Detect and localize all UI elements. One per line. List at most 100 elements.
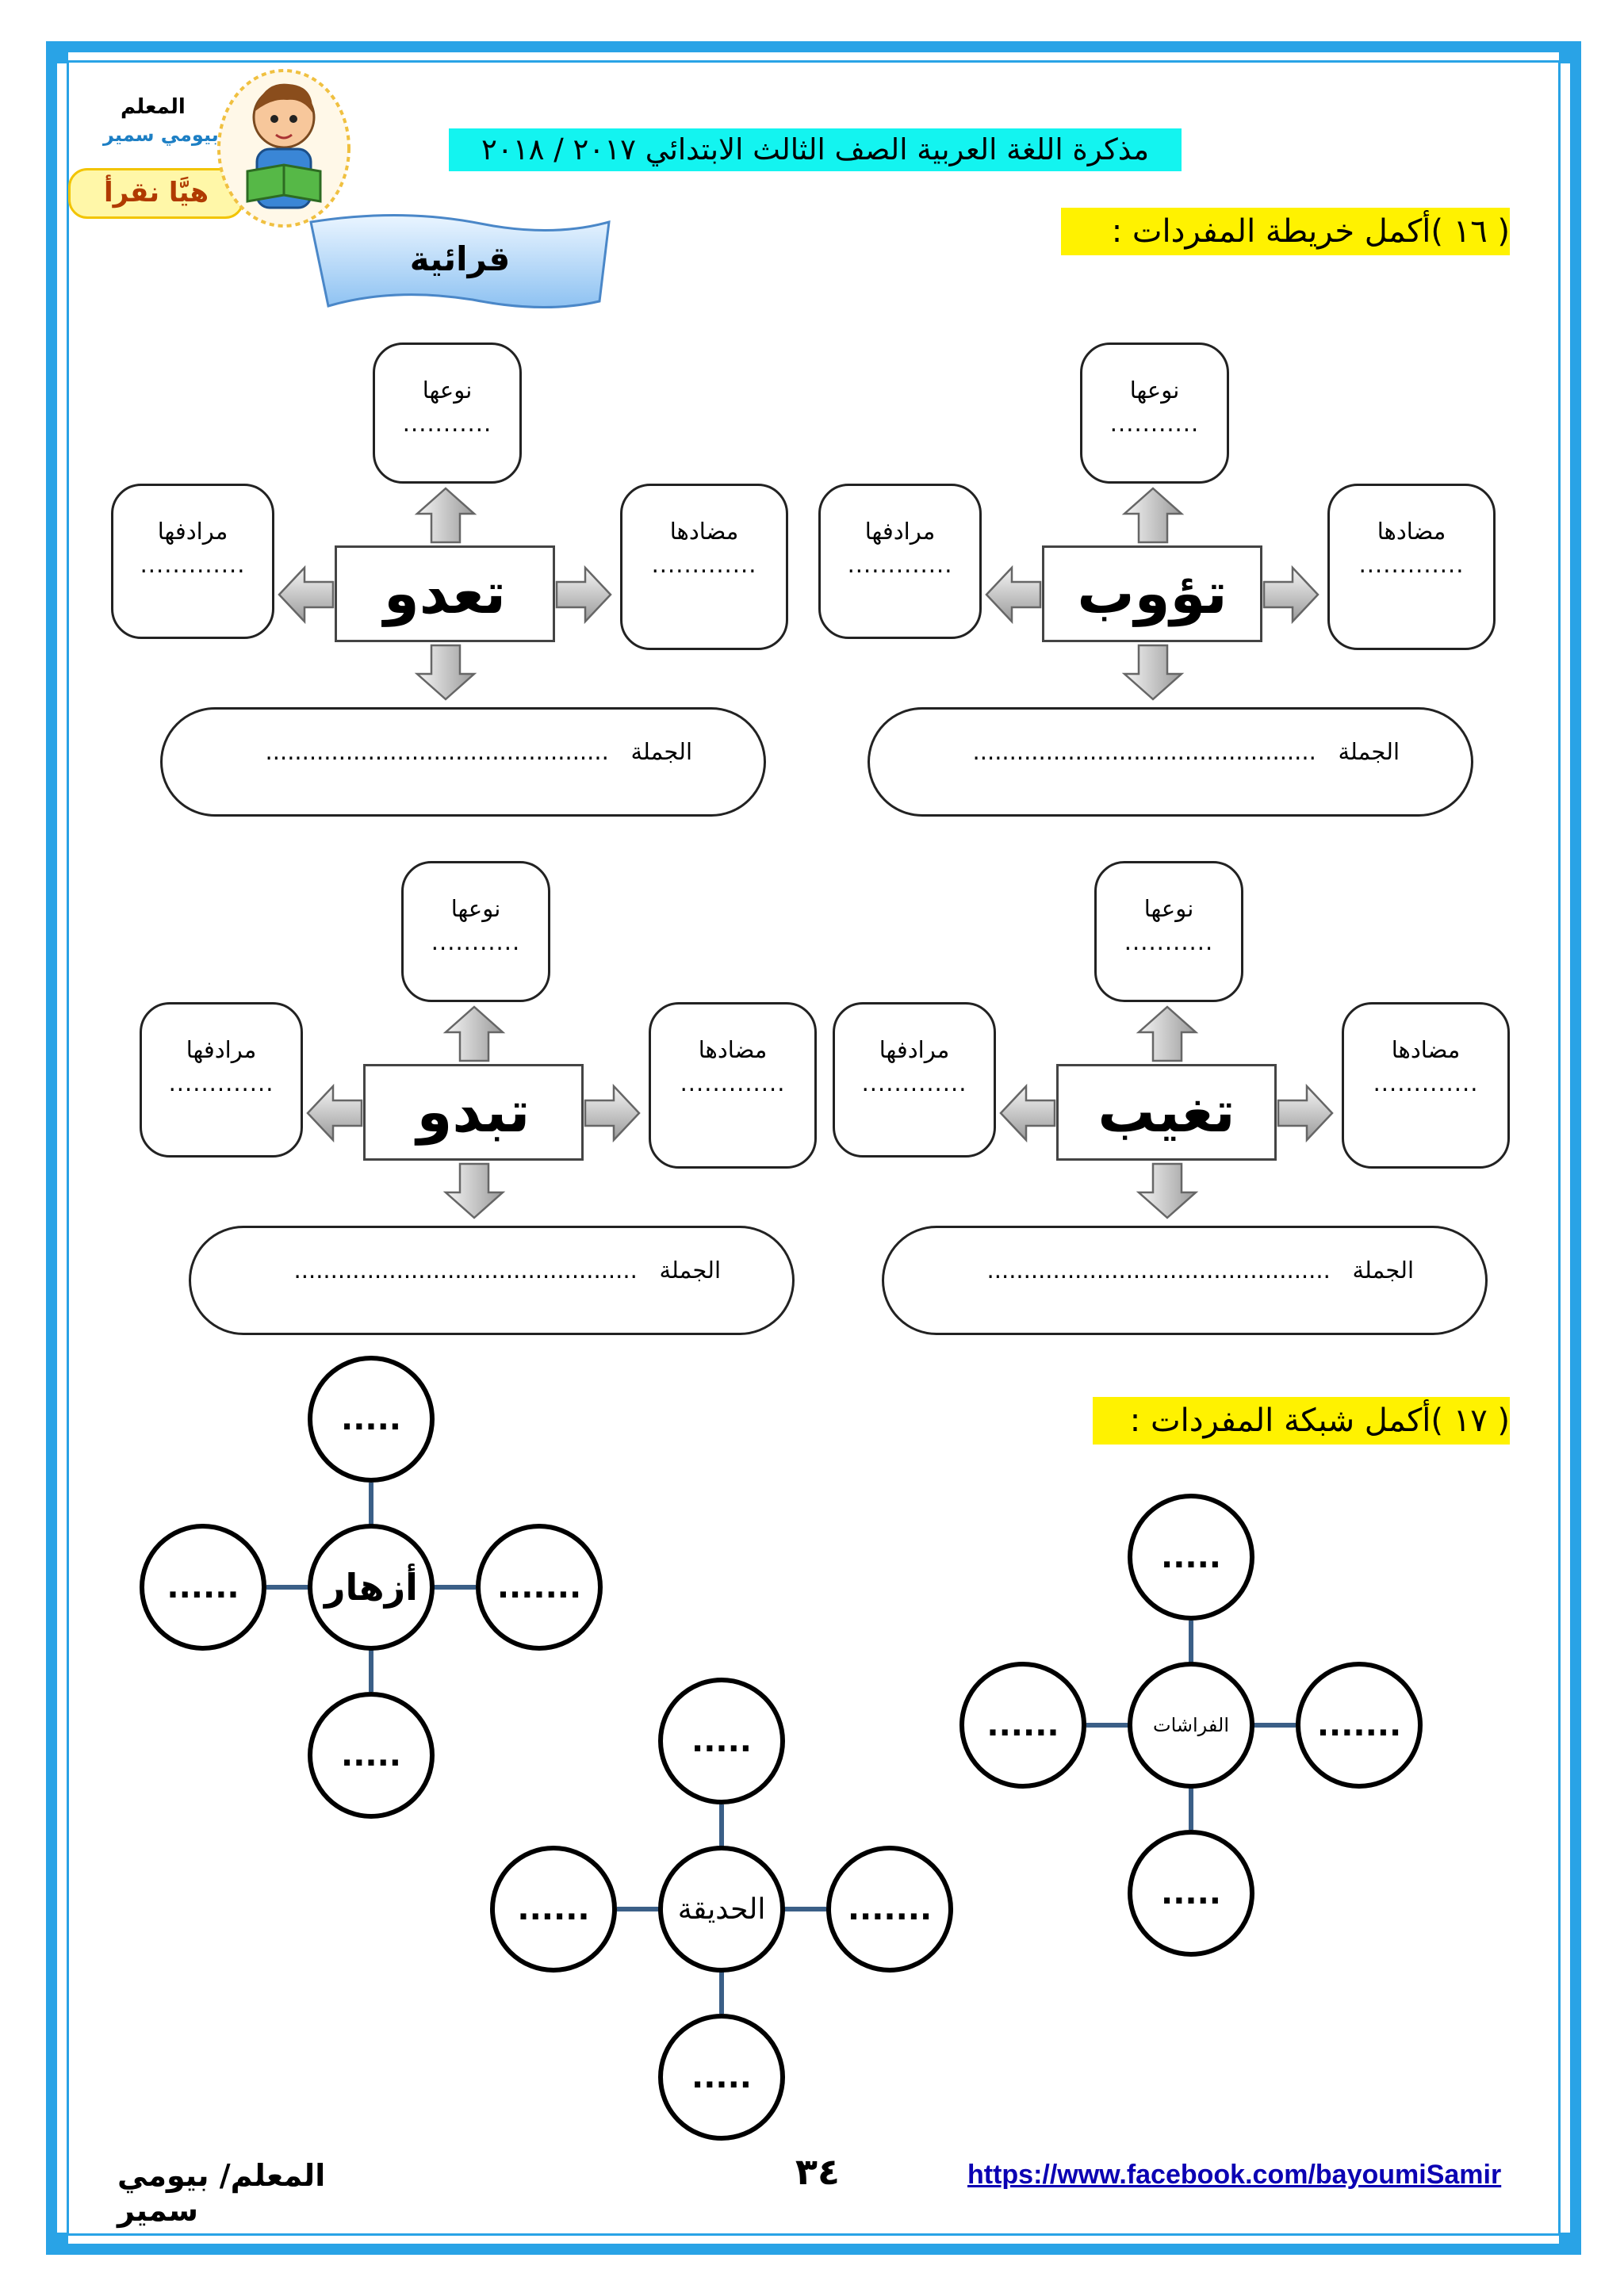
web-center-text: أزهار (324, 1566, 418, 1609)
type-label: نوعها (1129, 377, 1180, 404)
web-blank: ..... (341, 1737, 401, 1774)
web-right-circle[interactable]: ....... (476, 1524, 603, 1651)
sentence-field[interactable]: الجملة .................................… (868, 707, 1473, 817)
page-border-inner (67, 60, 1561, 2236)
antonym-blank: ............. (651, 551, 757, 578)
vocabulary-word: تعدو (335, 545, 555, 642)
antonym-blank: ............. (680, 1070, 786, 1096)
teacher-label: المعلم (121, 95, 186, 119)
frame-corner (46, 2233, 68, 2255)
web-right-circle[interactable]: ....... (826, 1846, 953, 1973)
type-box[interactable]: نوعها........... (1080, 342, 1229, 484)
synonym-label: مرادفها (864, 518, 936, 545)
web-center-text: الفراشات (1152, 1714, 1230, 1736)
synonym-blank: ............. (847, 551, 953, 578)
type-box[interactable]: نوعها........... (401, 861, 550, 1002)
synonym-box[interactable]: مرادفها............. (111, 484, 274, 639)
type-box[interactable]: نوعها........... (373, 342, 522, 484)
web-blank: ..... (691, 2059, 752, 2095)
vocabulary-word: تغيب (1056, 1064, 1277, 1161)
arrow-up-icon (1136, 1004, 1199, 1064)
arrow-right-icon (584, 1081, 642, 1145)
frame-corner (1559, 2233, 1581, 2255)
web-blank: ...... (517, 1891, 590, 1927)
arrow-left-icon (998, 1081, 1056, 1145)
web-blank: ..... (341, 1401, 401, 1437)
synonym-blank: ............. (168, 1070, 274, 1096)
banner-ribbon (306, 212, 614, 316)
section17-heading: ( ١٧ )أكمل شبكة المفردات : (1093, 1397, 1510, 1445)
synonym-box[interactable]: مرادفها............. (833, 1002, 996, 1158)
arrow-right-icon (1277, 1081, 1335, 1145)
web-left-circle[interactable]: ...... (140, 1524, 266, 1651)
web-left-circle[interactable]: ...... (490, 1846, 617, 1973)
antonym-label: مضادها (669, 518, 739, 545)
sentence-label: الجملة (659, 1257, 721, 1284)
synonym-box[interactable]: مرادفها............. (140, 1002, 303, 1158)
banner-text: قرائية (409, 239, 511, 278)
type-blank: ........... (431, 928, 521, 955)
arrow-down-icon (1121, 642, 1185, 702)
web-left-circle[interactable]: ...... (959, 1662, 1086, 1789)
sentence-label: الجملة (1352, 1257, 1414, 1284)
arrow-up-icon (442, 1004, 506, 1064)
web-bottom-circle[interactable]: ..... (658, 2014, 785, 2141)
antonym-label: مضادها (698, 1036, 768, 1063)
web-blank: ...... (167, 1569, 239, 1605)
reading-boy-illustration (216, 67, 352, 230)
sentence-field[interactable]: الجملة .................................… (160, 707, 766, 817)
sentence-blank: ........................................… (986, 1257, 1331, 1284)
arrow-up-icon (414, 485, 477, 545)
logo-caption: هيَّا نقرأ (68, 168, 244, 219)
web-center-text: الحديقة (677, 1892, 766, 1926)
antonym-blank: ............. (1373, 1070, 1479, 1096)
facebook-link[interactable]: https://www.facebook.com/bayoumiSamir (967, 2160, 1502, 2190)
web-blank: ....... (1316, 1707, 1402, 1743)
arrow-up-icon (1121, 485, 1185, 545)
arrow-left-icon (983, 563, 1042, 626)
web-center-word: الحديقة (658, 1846, 785, 1973)
sentence-blank: ........................................… (972, 738, 1316, 765)
antonym-box[interactable]: مضادها............. (1342, 1002, 1510, 1169)
type-label: نوعها (450, 895, 501, 922)
type-label: نوعها (422, 377, 473, 404)
web-center-word: الفراشات (1128, 1662, 1254, 1789)
teacher-name: بيومي سمير (103, 124, 219, 146)
web-center-word: أزهار (308, 1524, 435, 1651)
antonym-blank: ............. (1358, 551, 1465, 578)
web-top-circle[interactable]: ..... (658, 1678, 785, 1804)
page-border-outer (46, 41, 1581, 2255)
section16-heading: ( ١٦ )أكمل خريطة المفردات : (1061, 208, 1510, 255)
synonym-box[interactable]: مرادفها............. (818, 484, 982, 639)
web-top-circle[interactable]: ..... (1128, 1494, 1254, 1621)
synonym-label: مرادفها (186, 1036, 257, 1063)
arrow-left-icon (304, 1081, 363, 1145)
type-blank: ........... (402, 410, 492, 437)
synonym-label: مرادفها (879, 1036, 950, 1063)
vocabulary-word: تبدو (363, 1064, 584, 1161)
type-blank: ........... (1124, 928, 1214, 955)
web-blank: ....... (496, 1569, 582, 1605)
web-blank: ..... (691, 1723, 752, 1759)
footer-signature: المعلم/ بيومي سمير (117, 2158, 326, 2228)
synonym-blank: ............. (140, 551, 246, 578)
arrow-down-icon (442, 1161, 506, 1221)
antonym-label: مضادها (1377, 518, 1446, 545)
web-top-circle[interactable]: ..... (308, 1356, 435, 1483)
antonym-label: مضادها (1391, 1036, 1461, 1063)
antonym-box[interactable]: مضادها............. (649, 1002, 817, 1169)
type-blank: ........... (1109, 410, 1200, 437)
type-box[interactable]: نوعها........... (1094, 861, 1243, 1002)
web-blank: ..... (1161, 1539, 1221, 1575)
page-title: مذكرة اللغة العربية الصف الثالث الابتدائ… (449, 128, 1182, 171)
web-bottom-circle[interactable]: ..... (1128, 1830, 1254, 1957)
web-bottom-circle[interactable]: ..... (308, 1692, 435, 1819)
arrow-down-icon (1136, 1161, 1199, 1221)
arrow-left-icon (276, 563, 335, 626)
antonym-box[interactable]: مضادها............. (620, 484, 788, 650)
web-blank: ....... (847, 1891, 933, 1927)
sentence-field[interactable]: الجملة .................................… (882, 1226, 1488, 1335)
sentence-field[interactable]: الجملة .................................… (189, 1226, 795, 1335)
antonym-box[interactable]: مضادها............. (1327, 484, 1496, 650)
web-right-circle[interactable]: ....... (1296, 1662, 1423, 1789)
